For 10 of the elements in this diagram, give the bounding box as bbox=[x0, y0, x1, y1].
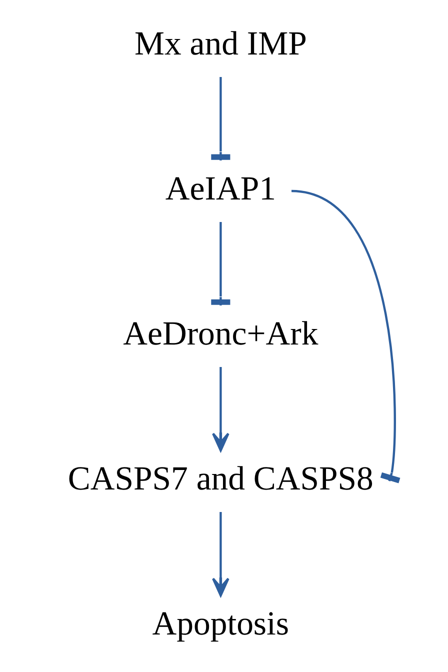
node-text: CASPS7 and CASPS8 bbox=[67, 460, 373, 498]
node-text: AeDronc+Ark bbox=[122, 315, 318, 352]
connector bbox=[210, 222, 230, 306]
connector bbox=[210, 77, 230, 160]
connector bbox=[290, 190, 400, 484]
node-text: Mx and IMP bbox=[134, 25, 306, 62]
node-text: Apoptosis bbox=[152, 605, 289, 642]
node-text: AeIAP1 bbox=[164, 170, 276, 208]
arrow bbox=[212, 367, 229, 452]
arrow bbox=[212, 512, 229, 597]
